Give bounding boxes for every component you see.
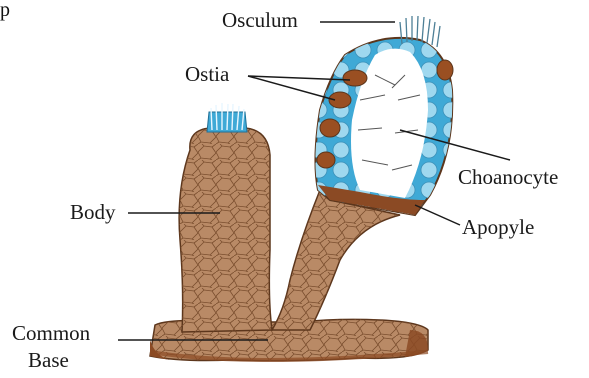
left-osculum-tuft xyxy=(207,103,247,132)
label-body: Body xyxy=(70,202,116,223)
label-common-base-line2: Base xyxy=(28,350,69,371)
right-sponge-stalk xyxy=(272,190,400,330)
label-apopyle: Apopyle xyxy=(462,217,534,238)
apopyle-leader xyxy=(415,205,460,225)
left-sponge xyxy=(179,103,272,332)
label-choanocyte: Choanocyte xyxy=(458,167,558,188)
label-common-base-line1: Common xyxy=(12,323,90,344)
label-ostia: Ostia xyxy=(185,64,229,85)
right-sponge-section xyxy=(310,16,460,220)
label-osculum: Osculum xyxy=(222,10,298,31)
